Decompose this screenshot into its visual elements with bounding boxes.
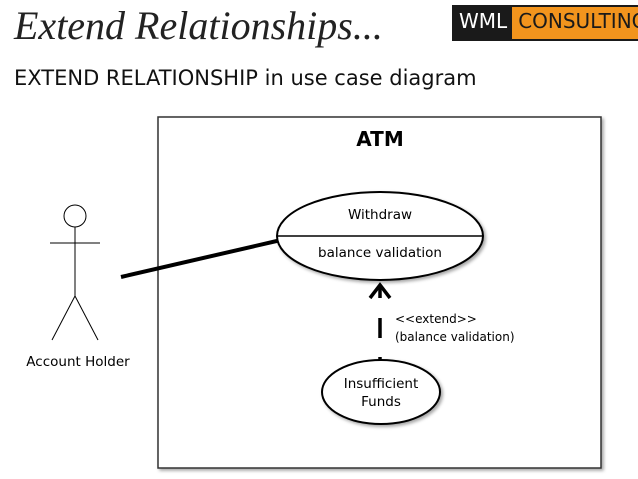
association-line xyxy=(120,238,282,279)
use-case-insufficient-funds xyxy=(321,359,441,425)
use-case-withdraw-name: Withdraw xyxy=(348,207,412,223)
extension-point-label: balance validation xyxy=(318,245,442,261)
use-case-insufficient-funds-line1: Insufficient xyxy=(344,376,419,392)
slide-title: Extend Relationships... xyxy=(14,3,383,48)
system-name: ATM xyxy=(356,127,403,151)
slide-subtitle: EXTEND RELATIONSHIP in use case diagram xyxy=(14,66,477,90)
actor-label: Account Holder xyxy=(26,354,130,370)
logo-wml-text: WML xyxy=(454,7,513,39)
extend-condition-label: (balance validation) xyxy=(395,330,515,344)
company-logo: WML CONSULTING xyxy=(452,5,638,41)
use-case-withdraw xyxy=(276,191,484,281)
logo-consulting-text: CONSULTING xyxy=(512,7,638,39)
extend-stereotype-label: <<extend>> xyxy=(395,312,477,326)
actor-stick-figure xyxy=(50,204,100,341)
use-case-insufficient-funds-line2: Funds xyxy=(361,394,401,410)
